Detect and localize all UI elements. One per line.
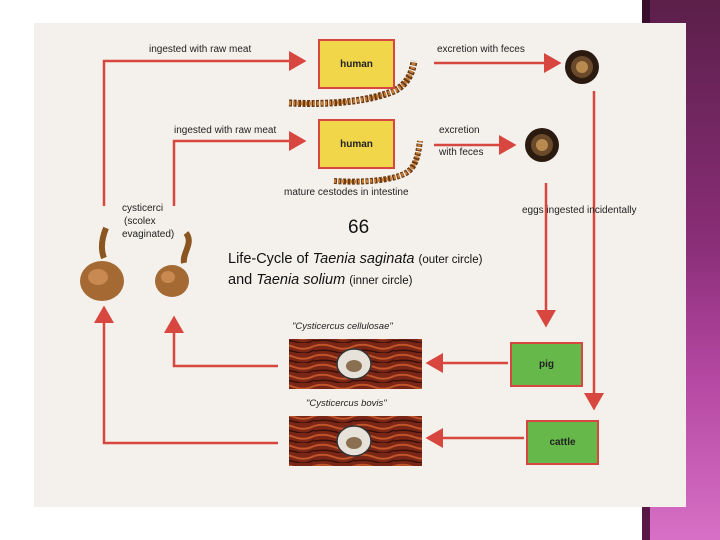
- species-outer: Taenia saginata: [312, 251, 415, 267]
- label-ingested-outer: ingested with raw meat: [149, 44, 252, 55]
- note-outer: (outer circle): [418, 254, 483, 266]
- muscle-tissue-cellulosae: [289, 339, 422, 389]
- egg-inner: [525, 128, 559, 162]
- title-conjunction: and: [228, 272, 257, 288]
- species-inner: Taenia solium: [256, 272, 346, 288]
- host-label-human-outer: human: [340, 58, 373, 70]
- tapeworm-inner: [333, 140, 423, 185]
- label-cysticerci-3: evaginated): [122, 229, 175, 240]
- figure-title-line-2: and Taenia solium (inner circle): [228, 272, 412, 288]
- figure-title-line-1: Life-Cycle of Taenia saginata (outer cir…: [228, 251, 482, 267]
- figure-number: 66: [348, 217, 370, 238]
- host-label-human-inner: human: [340, 138, 373, 150]
- note-inner: (inner circle): [349, 275, 413, 287]
- title-prefix: Life-Cycle of: [228, 251, 313, 267]
- label-cysticerci-1: cysticerci: [122, 203, 164, 214]
- arrow-muscle-inner-return: [164, 315, 278, 368]
- label-excretion-outer: excretion with feces: [437, 44, 525, 55]
- tapeworm-outer: [288, 60, 418, 107]
- host-label-pig: pig: [539, 359, 554, 370]
- host-box-cattle: cattle: [526, 420, 599, 465]
- muscle-tissue-bovis: [289, 416, 422, 466]
- label-cysticerci-2: (scolex: [124, 216, 156, 227]
- diagram-slide: human human pig cattle ingested with raw…: [34, 23, 686, 507]
- cysticercus-inner: [155, 231, 192, 297]
- cysticercus-outer: [80, 226, 124, 301]
- label-ingested-inner: ingested with raw meat: [174, 125, 277, 136]
- diagram-graphics: [80, 50, 604, 466]
- caption-cysticercus-bovis: "Cysticercus bovis": [306, 398, 387, 409]
- host-label-cattle: cattle: [549, 437, 576, 448]
- label-eggs-ingested: eggs ingested incidentally: [522, 205, 637, 216]
- label-excretion-inner-1: excretion: [439, 125, 480, 136]
- host-box-human-inner: human: [318, 119, 395, 169]
- host-box-human-outer: human: [318, 39, 395, 89]
- arrow-muscle-outer-return: [94, 305, 278, 445]
- label-mature-cestodes: mature cestodes in intestine: [284, 187, 409, 198]
- host-box-pig: pig: [510, 342, 583, 387]
- label-excretion-inner-2: with feces: [439, 147, 484, 158]
- egg-outer: [565, 50, 599, 84]
- caption-cysticercus-cellulosae: "Cysticercus cellulosae": [292, 321, 393, 332]
- arrow-outer-ingestion: [102, 51, 307, 206]
- arrow-inner-ingestion: [172, 131, 307, 206]
